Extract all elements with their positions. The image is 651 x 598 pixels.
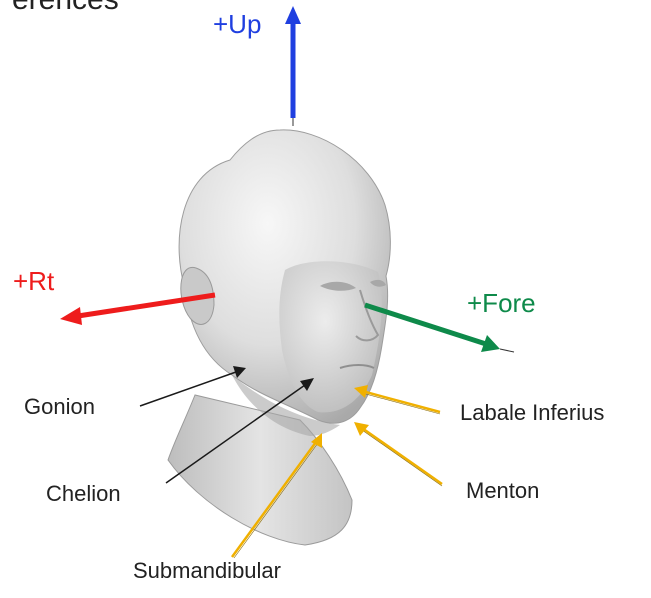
- gonion-label: Gonion: [24, 396, 95, 418]
- chelion-label: Chelion: [46, 483, 121, 505]
- axis-fore-label: +Fore: [467, 290, 536, 316]
- axis-fore-tip-tick: [500, 349, 514, 352]
- head-model: [168, 130, 390, 545]
- labale-inferius-label: Labale Inferius: [460, 402, 604, 424]
- axis-up-arrowhead: [285, 6, 301, 24]
- menton-arrowhead: [354, 422, 369, 436]
- axis-up-label: +Up: [213, 11, 261, 37]
- labale-arrow-line-shade: [362, 393, 440, 414]
- axis-rt-arrowhead: [60, 307, 82, 325]
- menton-arrow-line: [362, 428, 442, 484]
- submandibular-label: Submandibular: [133, 560, 281, 582]
- menton-arrow-line-shade: [362, 430, 442, 486]
- menton-label: Menton: [466, 480, 539, 502]
- title-fragment: erences: [12, 0, 119, 15]
- axis-rt-label: +Rt: [13, 268, 54, 294]
- labale-arrow-line: [362, 391, 440, 412]
